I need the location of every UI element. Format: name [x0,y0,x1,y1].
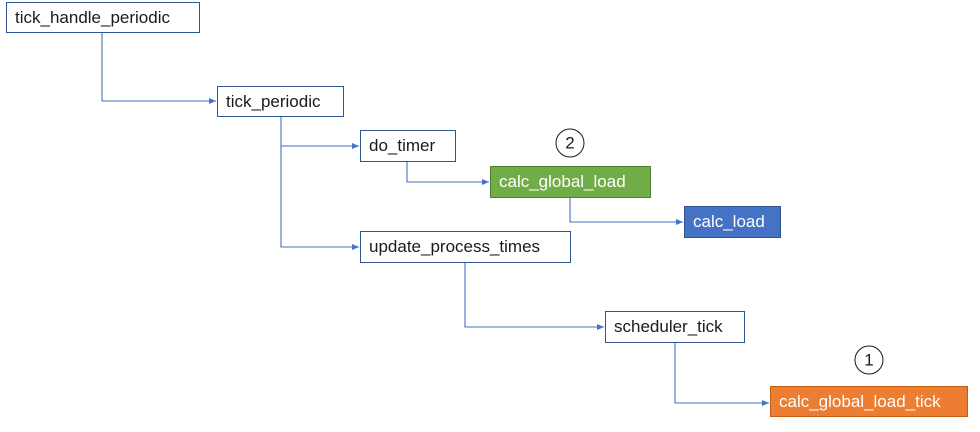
node-do-timer: do_timer [360,130,456,162]
edge-scheduler-tick-to-calc-global-load-tick [674,343,769,406]
edge-calc-global-load-to-calc-load [569,198,683,225]
edge-tick-handle-periodic-to-tick-periodic [101,33,216,104]
step-marker-2-label: 2 [565,134,574,153]
node-calc-global-load: calc_global_load [490,166,651,198]
node-update-process-times: update_process_times [360,231,571,263]
node-tick-handle-periodic: tick_handle_periodic [6,2,200,33]
node-label: calc_load [693,212,765,231]
step-marker-2-circle [555,128,585,158]
edge-tick-periodic-to-update-process-times [280,146,359,250]
node-label: calc_global_load_tick [779,391,941,411]
node-label: tick_periodic [226,91,321,111]
step-marker-1-label: 1 [864,351,873,370]
node-label: update_process_times [369,237,541,256]
node-calc-global-load-tick: calc_global_load_tick [770,386,968,417]
step-marker-1: 1 [854,345,884,375]
step-marker-2: 2 [555,128,585,158]
step-marker-1-circle [854,345,884,375]
edge-tick-periodic-to-do-timer [280,117,359,149]
edge-do-timer-to-calc-global-load [406,162,489,185]
node-label: tick_handle_periodic [15,7,170,27]
node-scheduler-tick: scheduler_tick [605,311,745,343]
node-label: calc_global_load [499,172,626,191]
node-tick-periodic: tick_periodic [217,86,344,117]
node-calc-load: calc_load [684,206,781,238]
node-label: do_timer [369,136,436,155]
node-label: scheduler_tick [614,317,723,336]
edge-update-process-times-to-scheduler-tick [464,263,604,330]
